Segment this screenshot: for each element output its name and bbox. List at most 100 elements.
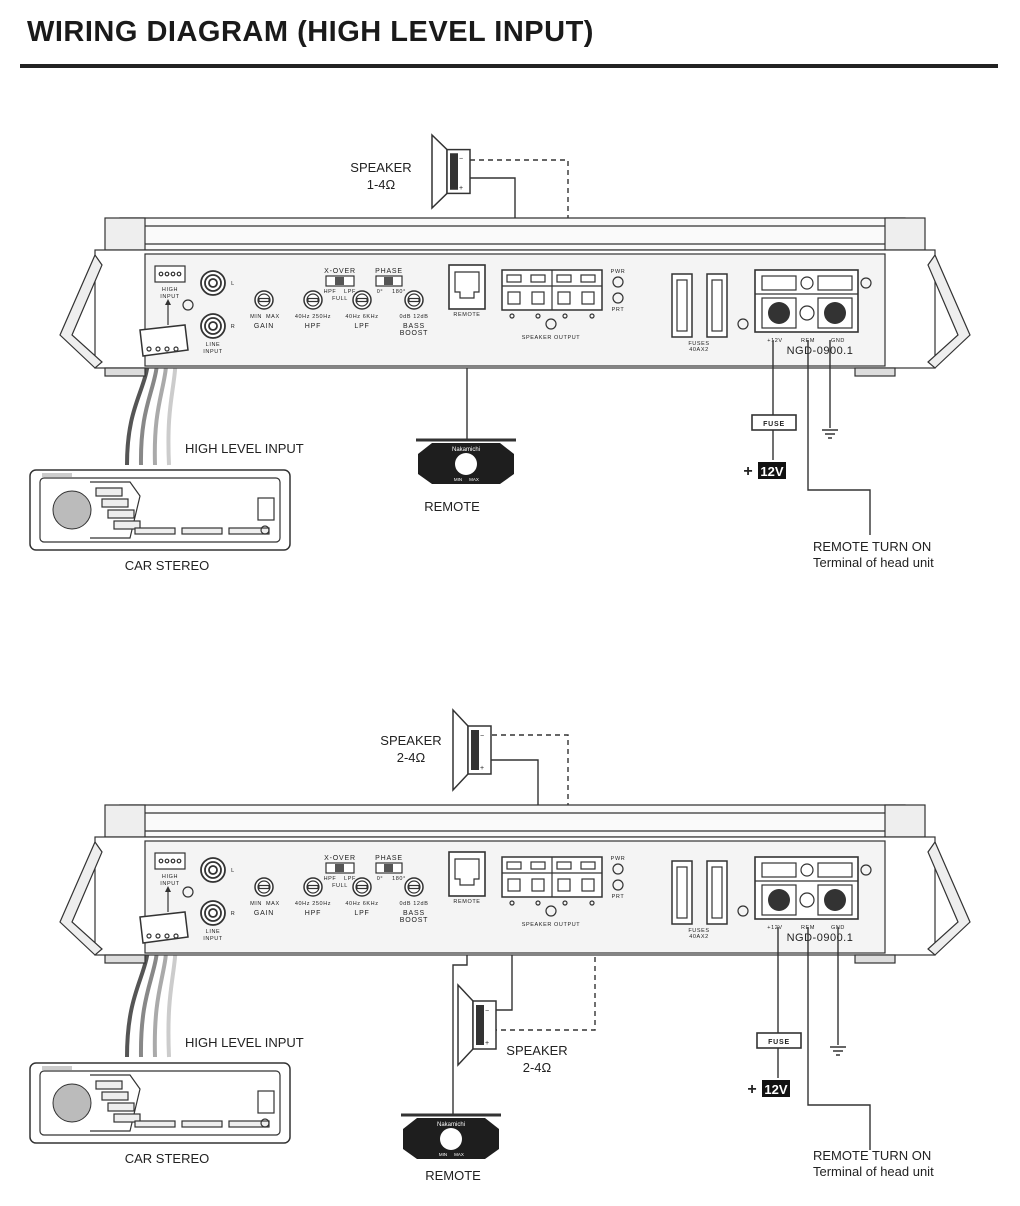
plug-pin [146, 346, 152, 352]
remote-port-jack [454, 271, 480, 299]
amp-foot [104, 367, 146, 377]
remote-turn-on-label: REMOTE TURN ON [813, 539, 931, 554]
xover-lpf-label: LPF [344, 289, 356, 295]
terminal-label: Terminal of head unit [813, 1164, 934, 1179]
gain-knob-slot [258, 297, 270, 303]
plus12v-label: +12V [767, 925, 782, 931]
speaker-terminal-screw [556, 274, 572, 283]
speaker-impedance: 2-4Ω [523, 1060, 552, 1075]
high-input-label: HIGH [162, 874, 178, 880]
amp-right-bracket [927, 253, 971, 369]
speaker-terminal-screw [530, 861, 546, 870]
terminal-screw-head [824, 302, 846, 324]
speaker-terminal [581, 291, 595, 305]
battery-plus-label: + [747, 1081, 756, 1098]
hpf-knob-slot [307, 297, 319, 303]
car-stereo-top-strip [42, 473, 72, 477]
car-stereo-body [29, 469, 291, 551]
car-stereo-button [260, 1118, 270, 1128]
remote-max-label: MAX [454, 1152, 464, 1157]
fuse-label: FUSE [768, 1039, 790, 1046]
xover-label: X-OVER [324, 268, 356, 275]
fuse-holder [706, 860, 728, 925]
phase-label: PHASE [375, 855, 403, 862]
gnd-label: GND [831, 338, 845, 344]
hpf-knob-slot [307, 884, 319, 890]
pin [176, 858, 182, 864]
rca-jack-l [204, 274, 222, 292]
boost-label: BOOST [400, 330, 429, 337]
speaker-terminal-screw [530, 274, 546, 283]
speaker1-negative-wire [492, 734, 569, 862]
terminal-label: Terminal of head unit [813, 555, 934, 570]
rem-terminal [799, 892, 815, 908]
line-input-label: LINE [206, 342, 221, 348]
pwr-led [612, 276, 624, 288]
high-level-input-label: HIGH LEVEL INPUT [185, 441, 304, 456]
pwr-led [612, 863, 624, 875]
led [860, 277, 872, 289]
speaker-terminal [557, 878, 571, 892]
gain-label: GAIN [254, 910, 274, 917]
terminal-dot [589, 313, 595, 319]
remote-port-label: REMOTE [453, 312, 480, 318]
xover-full-label: FULL [332, 296, 348, 302]
amp-top-lid [119, 804, 906, 838]
high-input-label: HIGH [162, 287, 178, 293]
lpf-label: LPF [354, 910, 369, 917]
volume-knob-icon [52, 490, 92, 530]
volume-knob-icon [52, 1083, 92, 1123]
terminal-dot [509, 313, 515, 319]
battery-label: 12V [764, 1082, 787, 1097]
plug-pin [173, 933, 179, 939]
fuse [676, 866, 688, 919]
terminal-screw-head [768, 302, 790, 324]
car-stereo-button [95, 1080, 123, 1090]
xover-switch-knob [335, 864, 344, 872]
speaker-impedance: 1-4Ω [367, 177, 396, 192]
speaker-magnet-core [476, 1005, 484, 1045]
remote-turn-on-wire [807, 340, 871, 535]
speaker-led [545, 318, 557, 330]
high-input-connector [154, 265, 186, 283]
terminal-screw-head [768, 889, 790, 911]
hpf-label: HPF [305, 323, 321, 330]
remote-min-label: MIN [439, 1152, 447, 1157]
terminal-dot [509, 900, 515, 906]
lpf-range-label: 40Hz 6KHz [345, 314, 378, 320]
hpf-knob-inner [306, 293, 320, 307]
page-title: WIRING DIAGRAM (HIGH LEVEL INPUT) [27, 16, 594, 48]
high-input-plug [139, 324, 189, 357]
amp-foot [854, 954, 896, 964]
line-input-label: LINE [206, 929, 221, 935]
power-terminal-block [754, 856, 859, 920]
hpf-range-label: 40Hz 250Hz [295, 901, 331, 907]
fuses-label: FUSES [688, 928, 709, 934]
speaker-label: SPEAKER [350, 160, 411, 175]
xover-switch-knob [335, 277, 344, 285]
plug-pin [155, 933, 161, 939]
gain-knob-slot [258, 884, 270, 890]
xover-label: X-OVER [324, 855, 356, 862]
boost-range-label: 0dB 12dB [400, 901, 429, 907]
rca-jack-r [204, 317, 222, 335]
amp-foot [854, 367, 896, 377]
terminal-screw [817, 862, 853, 878]
terminal-screw [761, 275, 797, 291]
remote-max-label: MAX [469, 477, 479, 482]
rca-jack-r [204, 904, 222, 922]
pin [158, 858, 164, 864]
speaker-magnet-core [471, 730, 479, 770]
lpf-label: LPF [354, 323, 369, 330]
remote-turn-on-label: REMOTE TURN ON [813, 1148, 931, 1163]
speaker-impedance: 2-4Ω [397, 750, 426, 765]
high-input-label: INPUT [160, 881, 180, 887]
speaker-led [545, 905, 557, 917]
fuse-holder [706, 273, 728, 338]
car-stereo-button [107, 509, 135, 519]
speaker-terminal [531, 878, 545, 892]
terminal-gnd [817, 884, 853, 916]
